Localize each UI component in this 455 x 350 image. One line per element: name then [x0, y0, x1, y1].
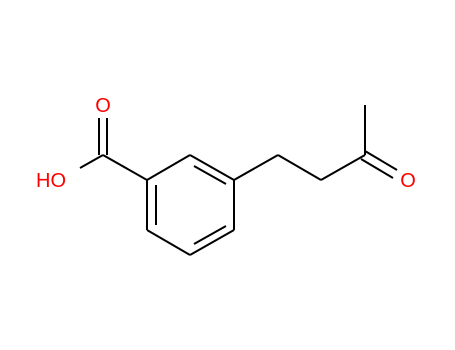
ring-bond-5: [146, 229, 191, 256]
carboxyl-oxygen-label: O: [95, 95, 111, 117]
ring-bond-1: [146, 154, 191, 181]
ketone-oxygen-label: O: [400, 170, 416, 192]
ring-bond-4-inner: [193, 225, 227, 245]
ring-bond-2-inner: [193, 165, 227, 185]
chain-bond-2: [277, 154, 322, 181]
hydroxyl-bond: [79, 154, 104, 169]
ketone-bond-a: [364, 150, 398, 171]
ketone-bond-b: [360, 158, 394, 179]
ring-bond-2: [189, 154, 235, 181]
chain-bond-3: [320, 154, 366, 181]
chain-bond-1: [233, 154, 279, 181]
ring-to-carboxyl-bond: [102, 154, 148, 181]
ring-bond-4: [189, 229, 235, 256]
hydroxyl-label: HO: [36, 170, 66, 192]
